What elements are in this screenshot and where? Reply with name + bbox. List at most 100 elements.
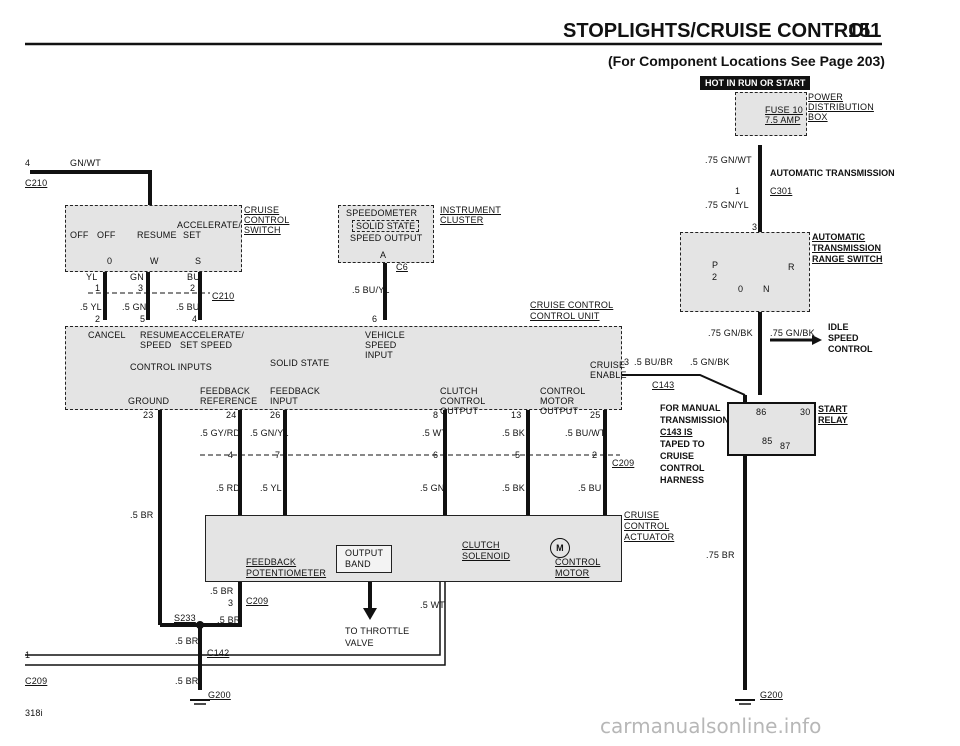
right-wire-gnwt: .75 GN/WT	[705, 155, 752, 165]
harness-conn-c209: C209	[612, 458, 635, 468]
control-unit-name-1: CRUISE CONTROL	[530, 300, 614, 310]
range-switch-label: AUTOMATIC TRANSMISSION RANGE SWITCH	[812, 232, 883, 264]
right-wire-br: .75 BR	[706, 550, 735, 560]
harness-pin-4: 4	[228, 450, 234, 460]
cu-bottom-fb-input: FEEDBACK INPUT	[270, 386, 321, 406]
switch-pos-off1: OFF	[70, 230, 89, 240]
cu-control-inputs: CONTROL INPUTS	[130, 362, 212, 372]
actuator-output-band: OUTPUT BAND	[336, 545, 393, 573]
right-wire-gnbk: .75 GN/BK	[708, 328, 753, 338]
gl-splice-s233: S233	[174, 613, 196, 623]
switch-pos-resume: RESUME	[137, 230, 177, 240]
gl-pin-3: 3	[228, 598, 234, 608]
switch-pin-1: 1	[95, 283, 101, 293]
switch-pos-set: SET	[183, 230, 202, 240]
cluster-speedometer: SPEEDOMETER	[346, 208, 418, 218]
cu-pin-26: 26	[270, 410, 281, 420]
cu-cruise-enable: CRUISE ENABLE	[590, 360, 627, 380]
harness-pin-7: 7	[275, 450, 281, 460]
range-pos-n: N	[763, 284, 770, 294]
cu-input-cancel: CANCEL	[88, 330, 126, 340]
harness-wire-yl: .5 YL	[260, 483, 282, 493]
switch-term-s: S	[195, 256, 202, 266]
page-title: STOPLIGHTS/CRUISE CONTROL	[563, 20, 876, 42]
switch-term-0: 0	[107, 256, 113, 266]
range-switch-box	[680, 232, 810, 312]
cu-bottom-fb-ref: FEEDBACK REFERENCE	[200, 386, 258, 406]
harness-wire-buwt: .5 BU/WT	[565, 428, 606, 438]
cu-pin-8: 8	[433, 410, 439, 420]
pin-4-label: 4	[25, 158, 31, 168]
harness-wire-bk2: .5 BK	[502, 483, 526, 493]
relay-pin-86: 86	[756, 407, 767, 417]
right-wire-bubr: .5 BU/BR	[634, 357, 674, 367]
cluster-wire-buyl: .5 BU/YL	[352, 285, 390, 295]
switch-pin-3: 3	[138, 283, 144, 293]
wire-gnwt-left	[30, 170, 152, 215]
range-pos-0: 0	[738, 284, 744, 294]
harness-note: FOR MANUAL TRANSMISSION C143 IS TAPED TO…	[660, 403, 730, 485]
cluster-pin-6: 6	[372, 314, 378, 324]
right-wire-gnyl: .75 GN/YL	[705, 200, 749, 210]
harness-wire-gnyl: .5 GN/YL	[250, 428, 289, 438]
cu-input-resume: RESUME SPEED	[140, 330, 180, 350]
actuator-clutch-solenoid: CLUTCH SOLENOID	[462, 540, 511, 561]
right-pin-3: 3	[752, 222, 758, 232]
switch-wire-5gn: .5 GN	[122, 302, 147, 312]
cu-bottom-ground: GROUND	[128, 396, 170, 406]
gl-conn-c142: C142	[207, 648, 230, 658]
switch-pin-b5: 5	[140, 314, 146, 324]
wire-wt-loop	[25, 580, 446, 666]
cluster-pin-a: A	[380, 250, 387, 260]
cu-pin-25: 25	[590, 410, 601, 420]
cruise-switch-label: CRUISE CONTROL SWITCH	[244, 205, 290, 235]
right-pin-1: 1	[735, 186, 741, 196]
switch-pos-off2: OFF	[97, 230, 116, 240]
fuse-box	[735, 92, 807, 136]
start-relay-label: START RELAY	[818, 404, 848, 425]
gl-conn-c209: C209	[246, 596, 269, 606]
gl-wire-br: .5 BR	[210, 586, 234, 596]
left-conn-c209: C209	[25, 676, 48, 686]
cu-pin-3: 3	[624, 357, 630, 367]
cu-solid-state: SOLID STATE	[270, 358, 330, 368]
cu-pin-13: 13	[511, 410, 522, 420]
actuator-name: CRUISE CONTROL ACTUATOR	[624, 510, 675, 542]
gl-wire-br-3: .5 BR	[175, 676, 199, 686]
gl-wire-br-2: .5 BR	[175, 636, 199, 646]
range-pos-2: 2	[712, 272, 718, 282]
wire-ground-loop	[160, 580, 242, 627]
switch-pin-b4: 4	[192, 314, 198, 324]
cluster-speed-output: SPEED OUTPUT	[350, 233, 423, 243]
hot-label: HOT IN RUN OR START	[700, 76, 811, 90]
switch-wire-yl: YL	[86, 272, 98, 282]
cluster-solid-state: SOLID STATE	[352, 220, 420, 232]
harness-wire-gyrd: .5 GY/RD	[200, 428, 241, 438]
harness-wire-gn: .5 GN	[420, 483, 445, 493]
cu-bottom-clutch: CLUTCH CONTROL OUTPUT	[440, 386, 486, 416]
cu-bottom-motor: CONTROL MOTOR OUTPUT	[540, 386, 586, 416]
switch-pos-accelerate: ACCELERATE/	[177, 220, 242, 230]
relay-pin-30: 30	[800, 407, 811, 417]
harness-wire-rd: .5 RD	[216, 483, 241, 493]
harness-pin-2: 2	[592, 450, 598, 460]
cluster-conn-c6: C6	[396, 262, 408, 272]
harness-pin-5: 5	[515, 450, 521, 460]
right-wire-gnbk2: .75 GN/BK	[770, 328, 815, 338]
actuator-wire-wt: .5 WT	[420, 600, 445, 610]
switch-term-w: W	[150, 256, 159, 266]
cu-pin-23: 23	[143, 410, 154, 420]
idle-speed-label: IDLE SPEED CONTROL	[828, 322, 873, 354]
switch-wire-gn: GN	[130, 272, 144, 282]
harness-wire-wt: .5 WT	[422, 428, 447, 438]
start-relay-box	[727, 402, 816, 456]
cu-input-accel: ACCELERATE/ SET SPEED	[180, 330, 245, 350]
actuator-feedback-pot: FEEDBACK POTENTIOMETER	[246, 557, 327, 578]
actuator-control-motor: CONTROL MOTOR	[555, 557, 601, 578]
cruise-switch-box	[65, 205, 242, 272]
auto-trans-label: AUTOMATIC TRANSMISSION	[770, 168, 895, 178]
right-ground-g200: G200	[760, 690, 783, 700]
relay-pin-87: 87	[780, 441, 791, 451]
fuse-amp: 7.5 AMP	[765, 115, 801, 125]
range-pos-r: R	[788, 262, 795, 272]
